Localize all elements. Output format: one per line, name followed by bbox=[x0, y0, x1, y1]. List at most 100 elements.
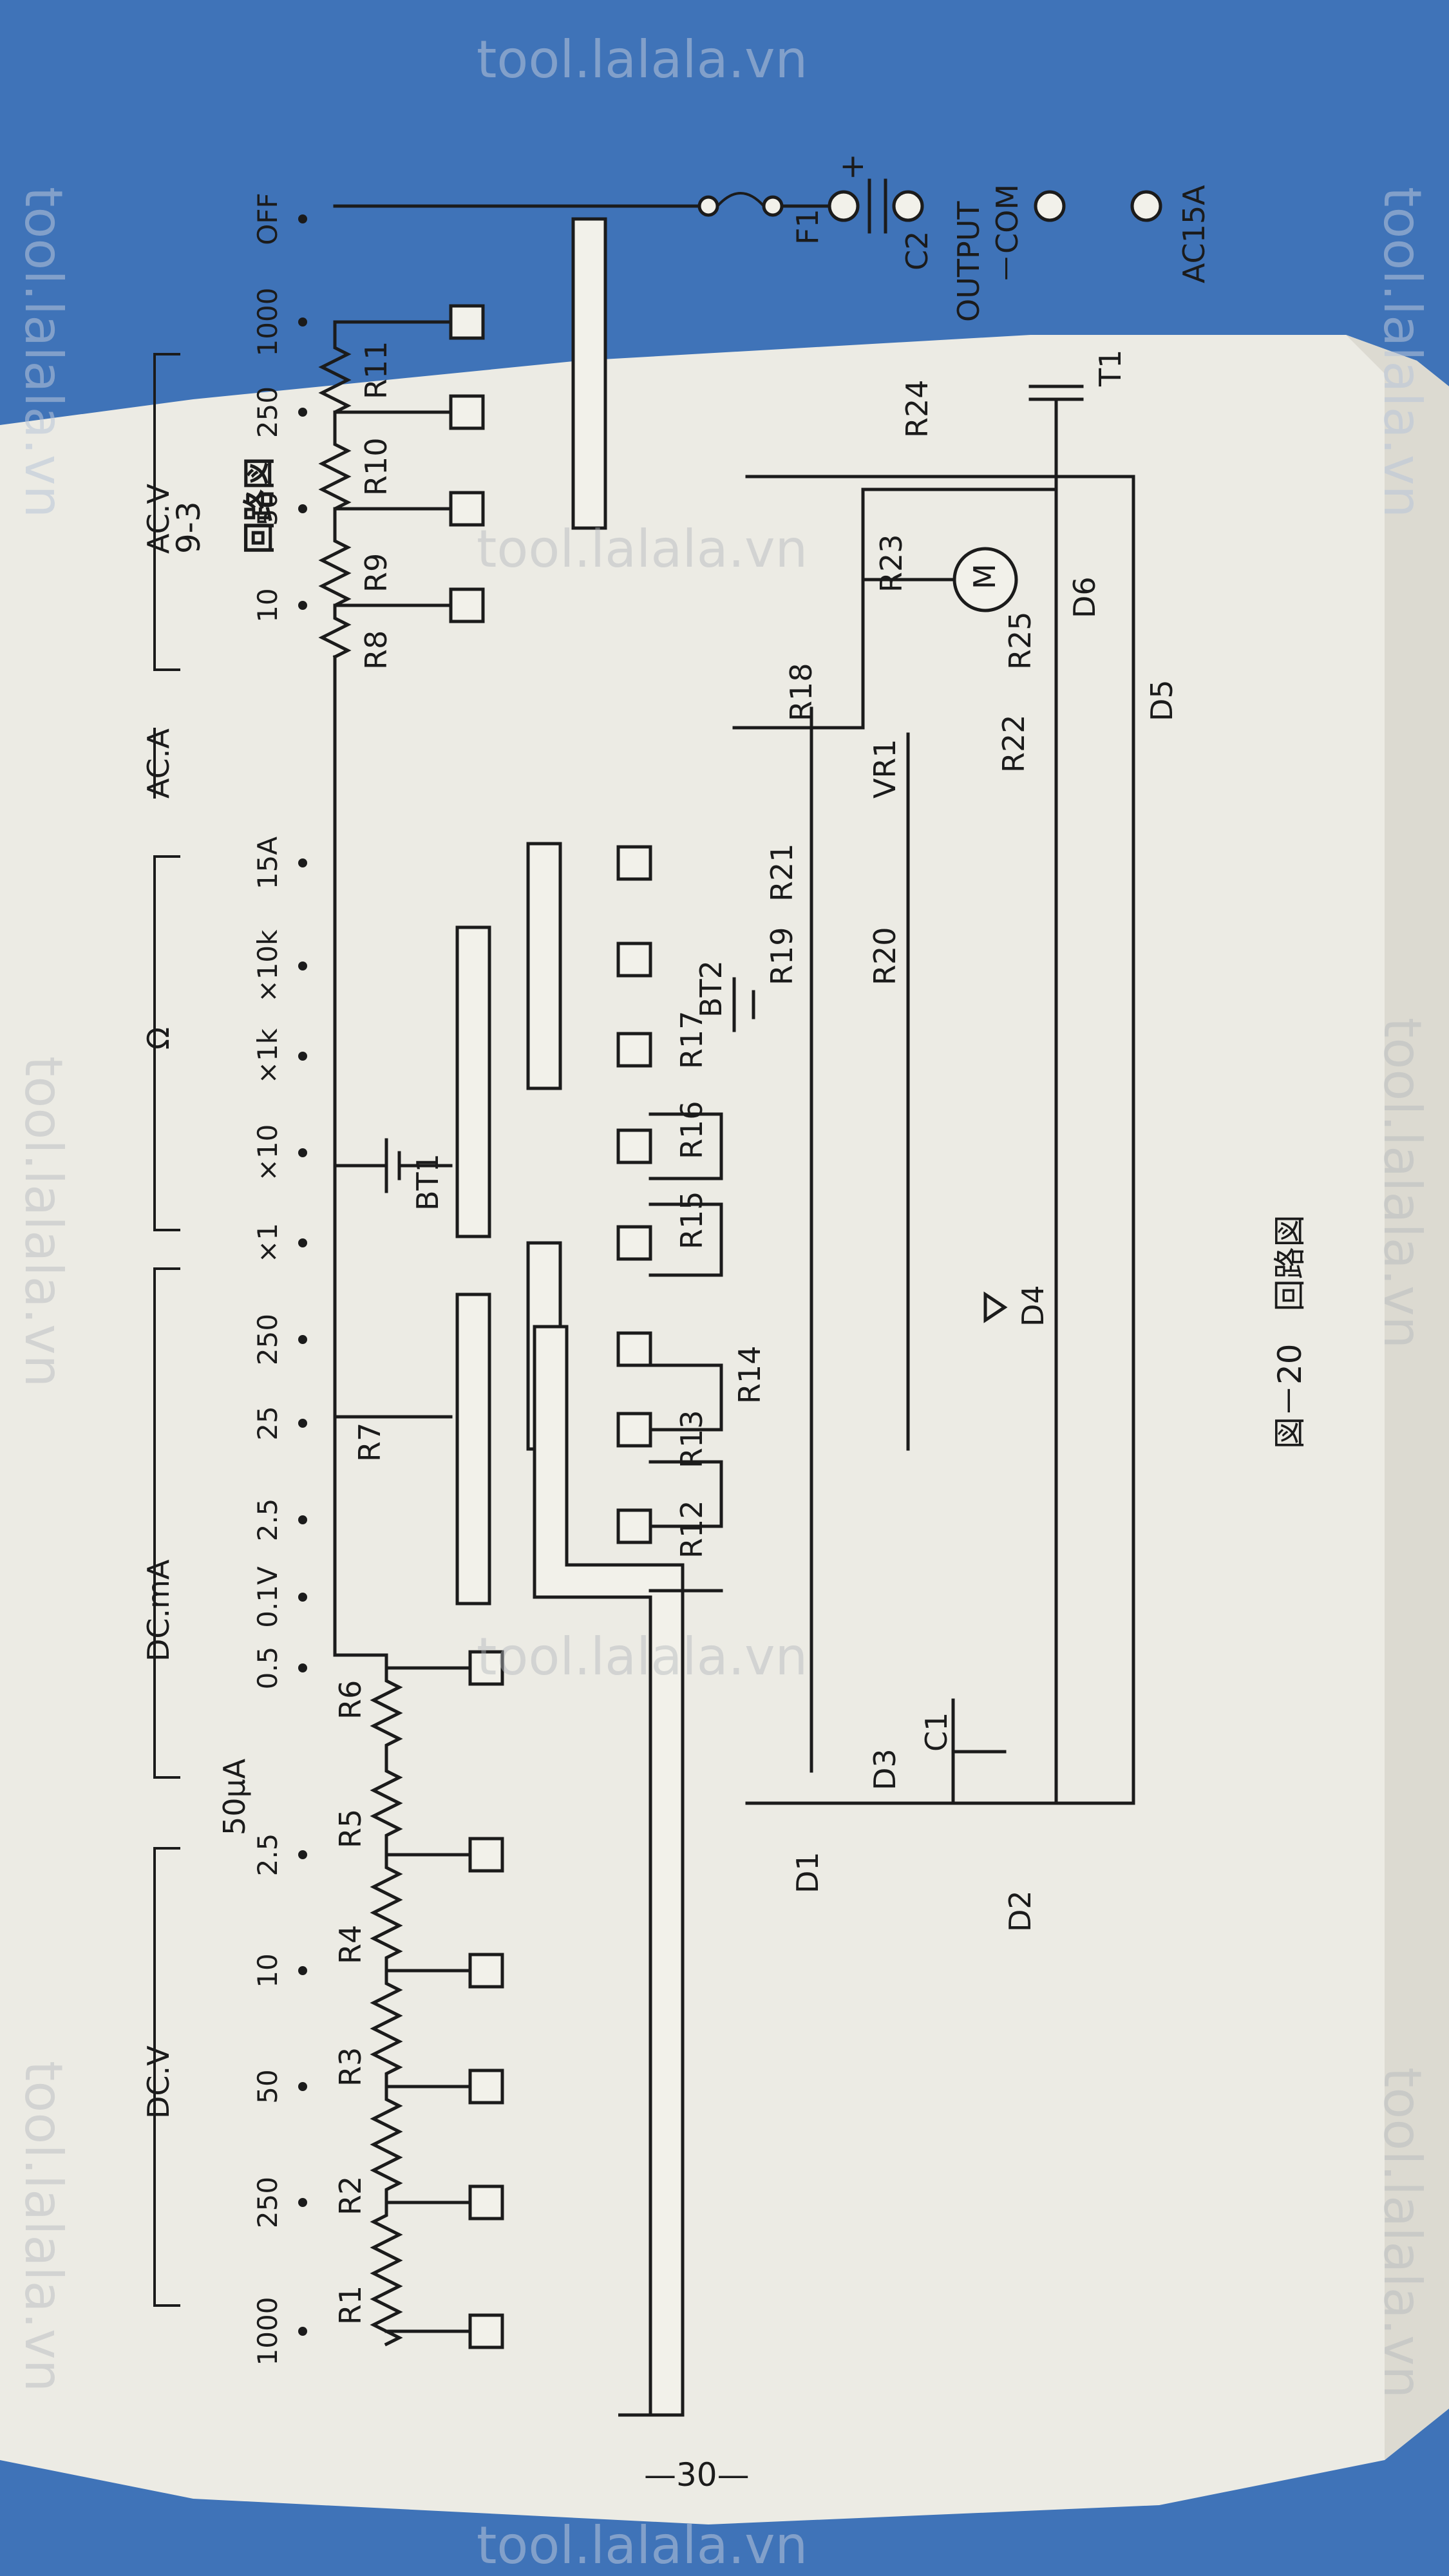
watermark-right-2: tool.lalala.vn bbox=[1372, 1018, 1432, 1349]
contact-x10 bbox=[616, 1128, 652, 1164]
ohm-label: Ω bbox=[141, 1027, 176, 1050]
dcv-divider: R1 R2 R3 R4 R5 R6 bbox=[333, 655, 504, 2349]
dcv-label: DC.V bbox=[141, 2045, 176, 2119]
label-R10: R10 bbox=[359, 438, 393, 497]
ohm-resistors: R15 R16 R17 BT2 bbox=[616, 845, 755, 1277]
label-VR1: VR1 bbox=[867, 739, 902, 799]
dcma-bracket bbox=[153, 1267, 180, 1779]
acv-resistor-chain bbox=[318, 320, 352, 659]
watermark-left-1: tool.lalala.vn bbox=[14, 187, 73, 518]
range-position-label: 250 bbox=[252, 2177, 283, 2228]
label-R14: R14 bbox=[732, 1346, 767, 1405]
label-M: M bbox=[967, 564, 1002, 589]
range-position-dot bbox=[298, 1419, 307, 1428]
terminal-plus[interactable] bbox=[828, 190, 860, 222]
label-D1: D1 bbox=[790, 1852, 825, 1893]
dcv-contact-50 bbox=[468, 2069, 504, 2105]
label-BT1: BT1 bbox=[410, 1153, 445, 1211]
contact-2.5mA bbox=[616, 1508, 652, 1544]
range-position-dot bbox=[298, 961, 307, 971]
range-position-dot bbox=[298, 1052, 307, 1061]
range-position-dot bbox=[298, 601, 307, 610]
label-R5: R5 bbox=[333, 1809, 368, 1848]
dcv-contact-2.5 bbox=[468, 1837, 504, 1873]
watermark-right-1: tool.lalala.vn bbox=[1372, 187, 1432, 518]
aca-label: AC.A bbox=[141, 728, 176, 799]
range-position-dot bbox=[298, 1148, 307, 1157]
range-position-label: 250 bbox=[252, 1314, 283, 1365]
section-number: 9-3 bbox=[170, 501, 207, 554]
label-C1: C1 bbox=[919, 1712, 954, 1752]
watermark-right-3: tool.lalala.vn bbox=[1372, 2067, 1432, 2398]
range-position-label: ×1 bbox=[252, 1223, 283, 1263]
range-position-dot bbox=[298, 858, 307, 867]
t1-symbol bbox=[1028, 384, 1084, 491]
range-position-label: 0.5 bbox=[252, 1647, 283, 1690]
rotated-page-content: 9-3 回路図 DC.V DC.mA 50μA Ω AC.A AC.V 1000… bbox=[141, 153, 1309, 2494]
dcma-label: DC.mA bbox=[141, 1559, 176, 1662]
rail-common bbox=[533, 1325, 685, 2417]
label-D6: D6 bbox=[1067, 576, 1102, 618]
range-position-label: 2.5 bbox=[252, 1833, 283, 1877]
contact-x1k bbox=[616, 1032, 652, 1068]
terminal-ac15a[interactable] bbox=[1130, 190, 1162, 222]
label-R3: R3 bbox=[333, 2047, 368, 2087]
range-position-dot bbox=[298, 214, 307, 223]
range-position-label: OFF bbox=[252, 193, 283, 245]
range-position-dot bbox=[298, 504, 307, 513]
contact-acv-250 bbox=[449, 394, 485, 430]
range-position-label: 1000 bbox=[252, 2297, 283, 2366]
fuse-output: F1 + C2 OUTPUT －COM AC15A bbox=[333, 153, 1211, 322]
range-position-dot bbox=[298, 1238, 307, 1247]
label-F1: F1 bbox=[790, 209, 825, 245]
figure-caption: 図－20 回路図 bbox=[1271, 1215, 1309, 1449]
label-R15: R15 bbox=[674, 1191, 709, 1250]
c2-symbol bbox=[867, 178, 887, 234]
contact-acv-1000 bbox=[449, 304, 485, 340]
range-position-dot bbox=[298, 317, 307, 327]
range-group-labels: DC.V DC.mA 50μA Ω AC.A AC.V bbox=[141, 353, 252, 2307]
range-position-dot bbox=[298, 1593, 307, 1602]
range-position-dot bbox=[298, 1515, 307, 1524]
range-position-label: ×10 bbox=[252, 1124, 283, 1182]
range-position-dot bbox=[298, 408, 307, 417]
label-D4: D4 bbox=[1016, 1285, 1050, 1327]
meter-network: R18 R19 R21 R20 VR1 R22 R25 M R23 R24 D6… bbox=[732, 350, 1179, 1932]
label-R11: R11 bbox=[359, 341, 393, 400]
watermark-bottom: tool.lalala.vn bbox=[477, 2515, 808, 2575]
range-position-dot bbox=[298, 1966, 307, 1975]
ua-note: 50μA bbox=[217, 1758, 252, 1835]
label-output: OUTPUT bbox=[951, 201, 986, 322]
watermark-mid: tool.lalala.vn bbox=[477, 1627, 808, 1687]
watermark-left-3: tool.lalala.vn bbox=[14, 2061, 73, 2392]
range-position-label: 10 bbox=[252, 1953, 283, 1987]
label-R12: R12 bbox=[674, 1501, 709, 1559]
ohm-bracket bbox=[153, 855, 180, 1231]
range-position-label: 1000 bbox=[252, 288, 283, 357]
label-R13: R13 bbox=[674, 1410, 709, 1469]
meter-movement bbox=[952, 547, 1018, 612]
label-D2: D2 bbox=[1003, 1890, 1037, 1932]
contact-x10k bbox=[616, 942, 652, 978]
terminal-com[interactable] bbox=[1034, 190, 1066, 222]
range-position-label: 50 bbox=[252, 2069, 283, 2103]
contact-x1 bbox=[616, 1225, 652, 1261]
watermark-left-2: tool.lalala.vn bbox=[14, 1056, 73, 1387]
range-position-dot bbox=[298, 1663, 307, 1672]
rail-mid-lower bbox=[526, 842, 562, 1090]
dcv-contact-0.5 bbox=[468, 1650, 504, 1686]
range-position-label: 10 bbox=[252, 588, 283, 622]
page-number: —30— bbox=[644, 2456, 750, 2494]
dcv-contact-10 bbox=[468, 1953, 504, 1989]
label-R8: R8 bbox=[359, 630, 393, 670]
range-position-dot bbox=[298, 1335, 307, 1344]
label-R2: R2 bbox=[333, 2176, 368, 2215]
contact-acv-10 bbox=[449, 587, 485, 623]
terminal-output[interactable] bbox=[892, 190, 924, 222]
dcv-taps bbox=[384, 1650, 504, 2349]
label-plus: + bbox=[833, 153, 871, 180]
range-position-label: 25 bbox=[252, 1406, 283, 1440]
d4-symbol bbox=[983, 1291, 1008, 1323]
acv-label: AC.V bbox=[141, 484, 176, 554]
